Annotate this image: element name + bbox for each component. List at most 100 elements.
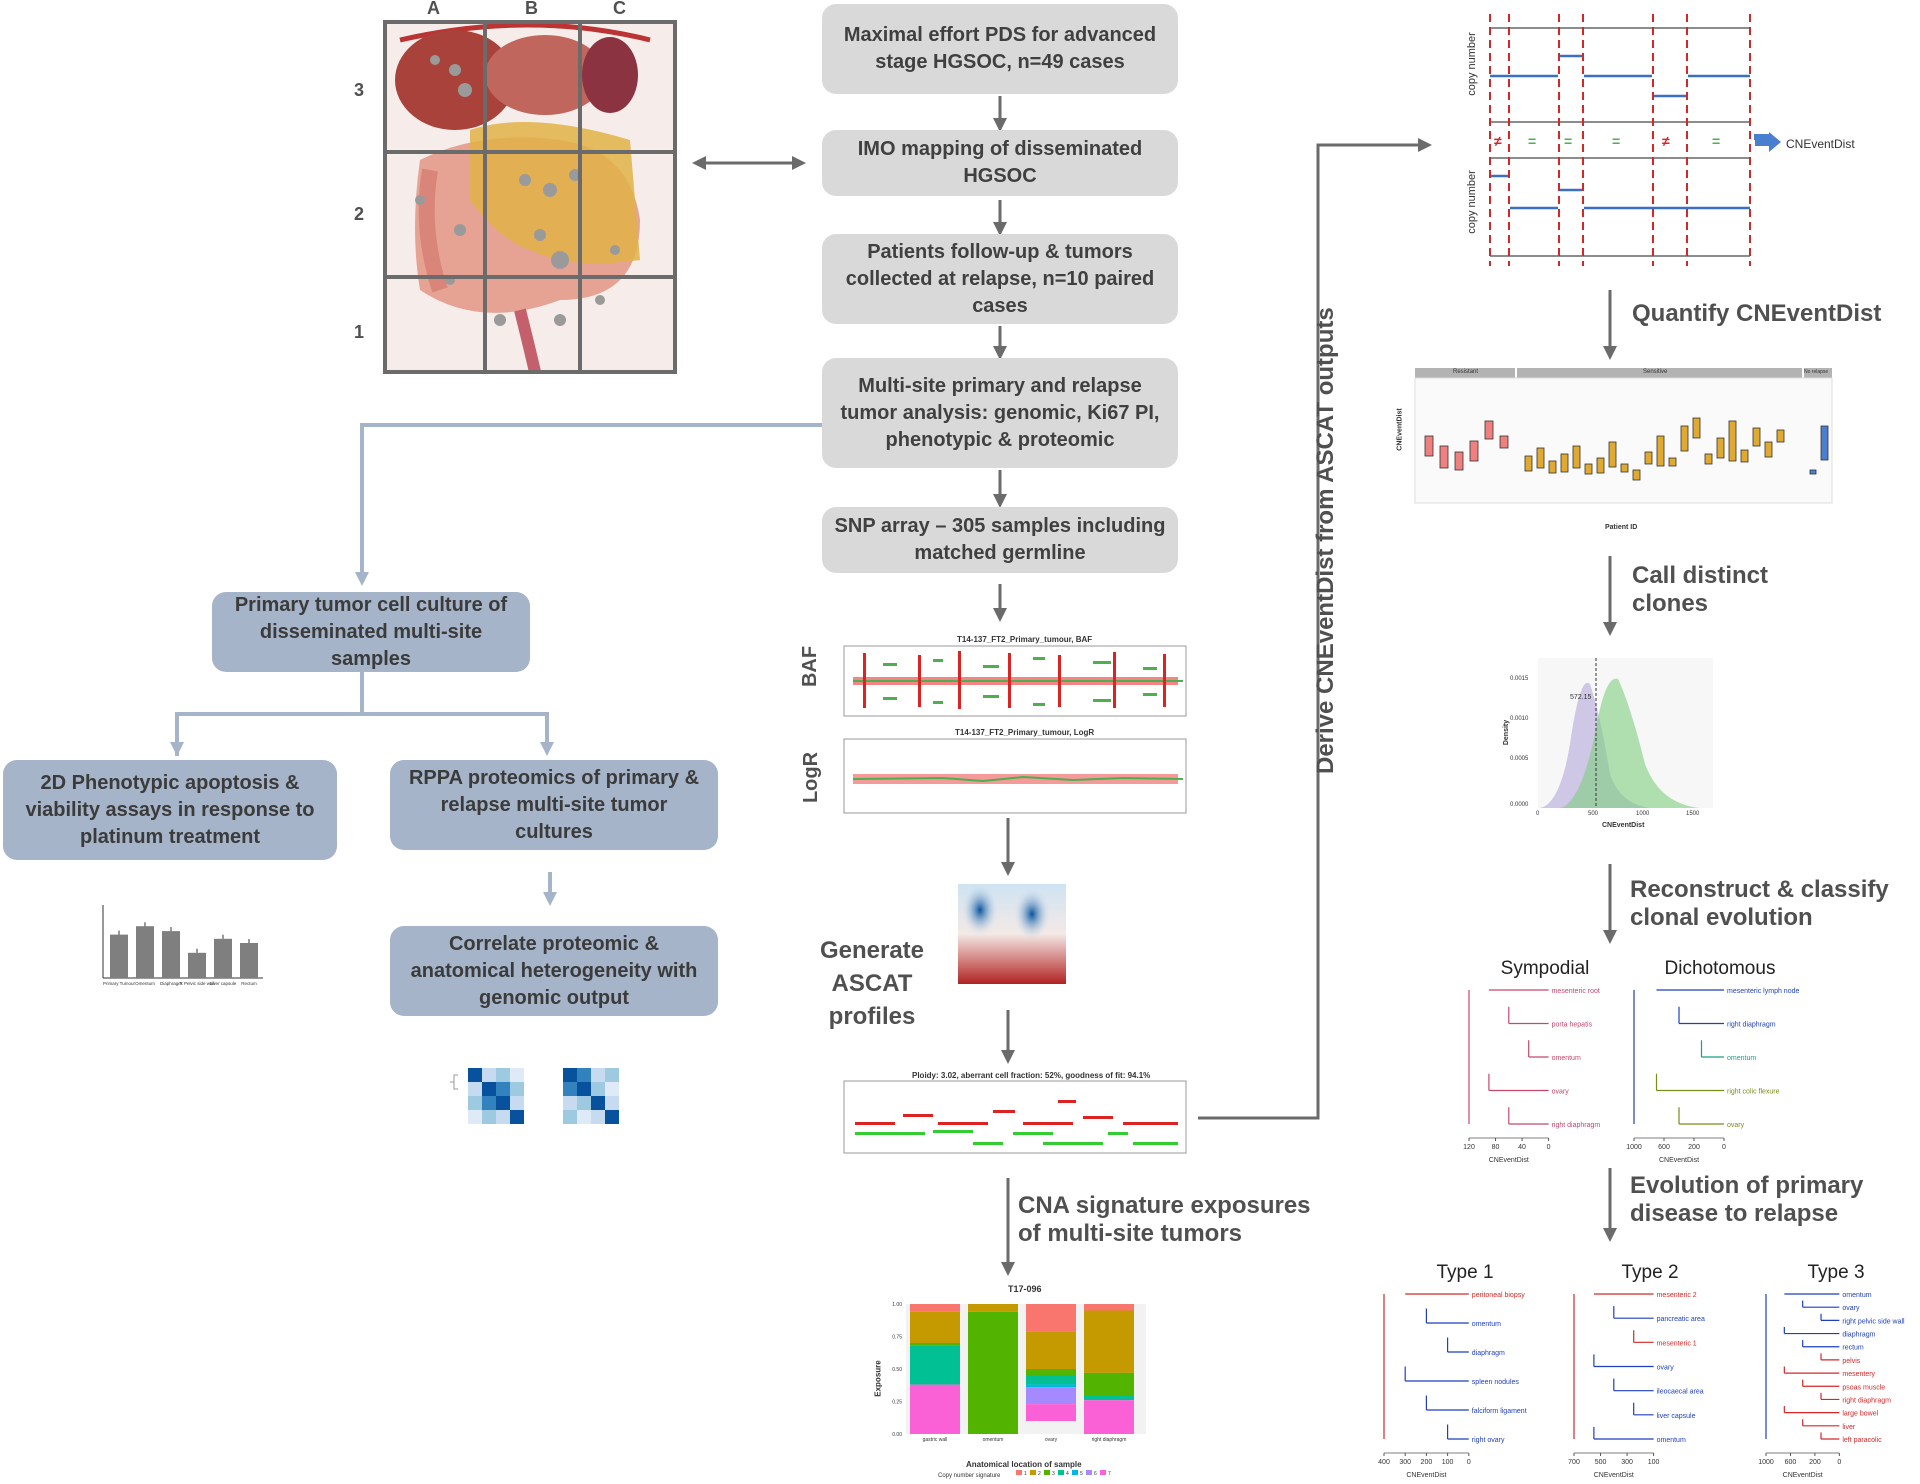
boxplot-xlabel: Patient ID [1605,524,1638,531]
density-ytick-0: 0.0000 [1510,802,1529,808]
tree-leaf-label: mesenteric lymph node [1727,988,1799,995]
apop-tick-label: Omentum [135,981,155,986]
stack-ytick-label: 0.25 [892,1400,902,1406]
tree-leaf-label: diaphragm [1842,1332,1875,1339]
svg-text:=: = [1564,133,1572,149]
density-svg [1538,658,1713,808]
apop-bar [136,926,154,978]
stack-segment [1026,1384,1076,1388]
cneventdist-boxplot: CNEventDist Patient ID Resistant Sensiti… [1385,366,1835,546]
tree-title: Type 2 [1621,1262,1679,1283]
tree-leaf-label: ovary [1657,1365,1675,1372]
stack-legend-label: 1 [1024,1471,1027,1477]
stack-segment [1084,1304,1134,1311]
svg-text:=: = [1528,133,1536,149]
stack-legend-swatch [1030,1470,1036,1475]
tree-tick-label: 0 [1467,1459,1471,1466]
tree-leaf-label: ovary [1727,1122,1745,1129]
logr-label: LogR [800,751,823,804]
tree-tick-label: 600 [1785,1459,1797,1466]
apop-tick-label: Diaphragm [160,981,182,986]
tree-tick-label: 80 [1492,1144,1500,1151]
tree-tick-label: 300 [1399,1459,1411,1466]
tree-tick-label: 600 [1658,1144,1670,1151]
stack-segment [1084,1400,1134,1434]
correlate-box: Correlate proteomic & anatomical heterog… [390,926,718,1016]
phenotypic-assay-box: 2D Phenotypic apoptosis & viability assa… [3,760,337,860]
tree-leaf-label: liver [1842,1424,1856,1431]
stack-xtick-label: omentum [983,1437,1004,1443]
apop-tick-label: Liver capsule [210,981,237,986]
stack-segment [1026,1375,1076,1385]
apop-tick-label: Rectum [241,981,257,986]
tree-tick-label: 100 [1442,1459,1454,1466]
tree-leaf-label: mesentery [1842,1371,1875,1378]
boxplot-group-norelapse: No relapse [1804,369,1829,375]
stack-legend-swatch [1072,1470,1078,1475]
tree-leaf-label: liver capsule [1657,1413,1696,1420]
stack-segment [910,1384,960,1434]
stack-segment [968,1304,1018,1312]
tree-leaf-label: omentum [1727,1055,1756,1062]
tree-tick-label: 200 [1688,1144,1700,1151]
tree-title: Sympodial [1500,958,1590,979]
tree-leaf-label: pelvis [1842,1358,1860,1365]
tree-leaf-label: peritoneal biopsy [1472,1292,1525,1299]
stack-xtick-label: gastric wall [923,1437,948,1443]
step-imo-mapping: IMO mapping of disseminated HGSOC [822,130,1178,196]
tree-leaf-label: ovary [1842,1305,1860,1312]
stack-legend-label: 5 [1080,1471,1083,1477]
stack-legend-label: 3 [1052,1471,1055,1477]
tree-leaf-label: right diaphragm [1552,1122,1601,1129]
tree-leaf-label: right ovary [1472,1437,1505,1444]
abdomen-illustration [383,20,677,374]
svg-text:=: = [1712,133,1720,149]
cneventdist-arrow-icon [1755,132,1781,152]
copy-number-segments: ≠= == ≠= [1489,14,1770,266]
reconstruct-label: Reconstruct & classify clonal evolution [1630,876,1889,931]
culture-connectors [170,423,822,906]
generate-ascat-label: Generate ASCAT profiles [819,937,925,1030]
stack-ytick-label: 0.00 [892,1432,902,1438]
center-arrows [692,96,1617,1276]
stack-segment [1084,1395,1134,1401]
stack-segment [968,1311,1018,1434]
stack-legend-swatch [1044,1470,1050,1475]
tree-leaf-label: omentum [1472,1321,1501,1328]
signature-legend-title: Copy number signature [938,1473,1001,1479]
step-pds: Maximal effort PDS for advanced stage HG… [822,4,1178,94]
stack-ytick-label: 0.75 [892,1335,902,1341]
tree-leaf-label: mesenteric 2 [1657,1292,1697,1299]
stack-xtick-label: right diaphragm [1092,1437,1127,1443]
stack-legend-label: 6 [1094,1471,1097,1477]
boxplot-group-sensitive: Sensitive [1643,369,1668,375]
derive-cneventdist-label: Derive CNEventDist from ASCAT outputs [1312,307,1339,774]
boxplot-ylabel: CNEventDist [1396,408,1404,451]
svg-text:≠: ≠ [1662,133,1670,149]
step-multisite-analysis: Multi-site primary and relapse tumor ana… [822,358,1178,468]
column-label-a: A [427,0,440,18]
stack-legend-label: 2 [1038,1471,1041,1477]
stack-legend-swatch [1016,1470,1022,1475]
ascat-profile-plot [843,1080,1187,1154]
density-xlabel: CNEventDist [1602,822,1645,829]
apop-bar [214,938,232,978]
step-snp-array: SNP array – 305 samples including matche… [822,507,1178,573]
tree-leaf-label: porta hepatis [1552,1022,1593,1029]
tree-tick-label: 120 [1463,1144,1475,1151]
tree-leaf-label: mesenteric 1 [1657,1340,1697,1347]
density-ytick-3: 0.0015 [1510,676,1529,682]
stack-segment [910,1311,960,1343]
cneventdist-arrow-label: CNEventDist [1786,137,1855,151]
tree-leaf-label: right colic flexure [1727,1089,1780,1096]
boxplot-svg [1414,368,1833,504]
stack-segment [1026,1387,1076,1405]
evolution-label: Evolution of primary disease to relapse [1630,1172,1864,1227]
apop-bar [110,934,128,978]
